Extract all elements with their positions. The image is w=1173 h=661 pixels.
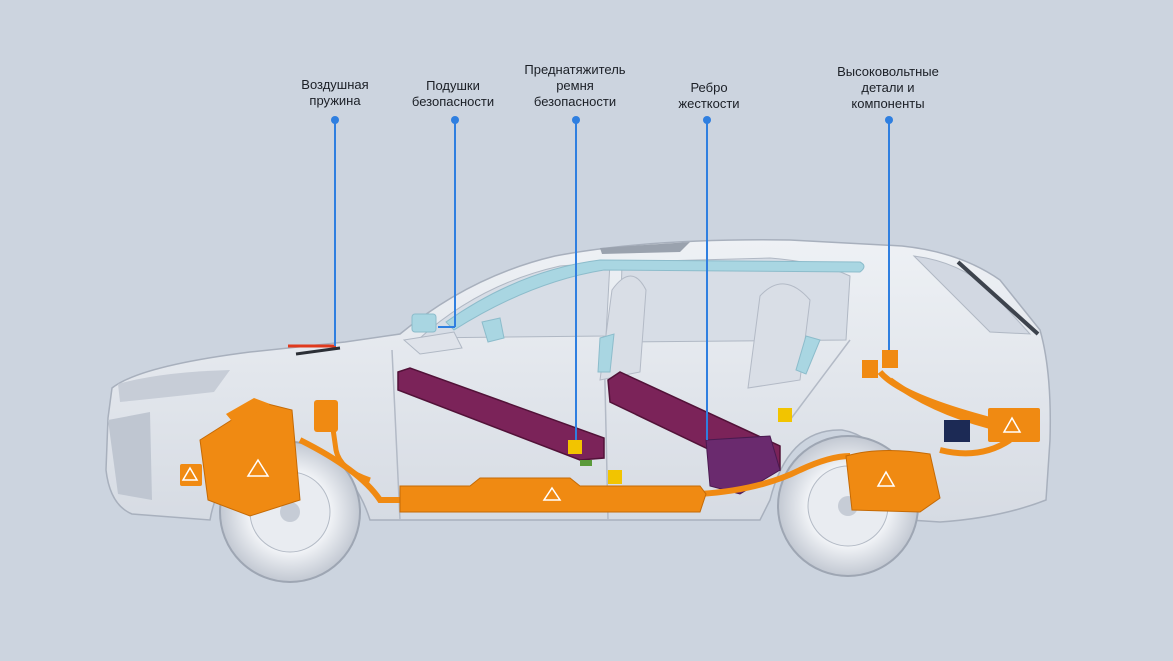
high-voltage-components [180, 350, 1040, 517]
callout-air-spring-label: Воздушная пружина [301, 77, 369, 108]
warning-icon [181, 416, 1022, 501]
reinforcement-ribs [397, 367, 781, 495]
callout-airbags-label: Подушки безопасности [411, 78, 495, 109]
seatbelt-pretensioner-icon [568, 408, 792, 484]
callout-pretensioner-label: Преднатяжитель ремня безопасности [524, 62, 626, 109]
leader-lines [331, 116, 893, 440]
air-spring [288, 344, 341, 356]
airbags [411, 259, 865, 375]
callout-rib-label: Ребро жесткости [678, 80, 740, 111]
callout-high-voltage-label: Высоковольтные детали и компоненты [837, 64, 939, 111]
car-body [105, 239, 1052, 523]
